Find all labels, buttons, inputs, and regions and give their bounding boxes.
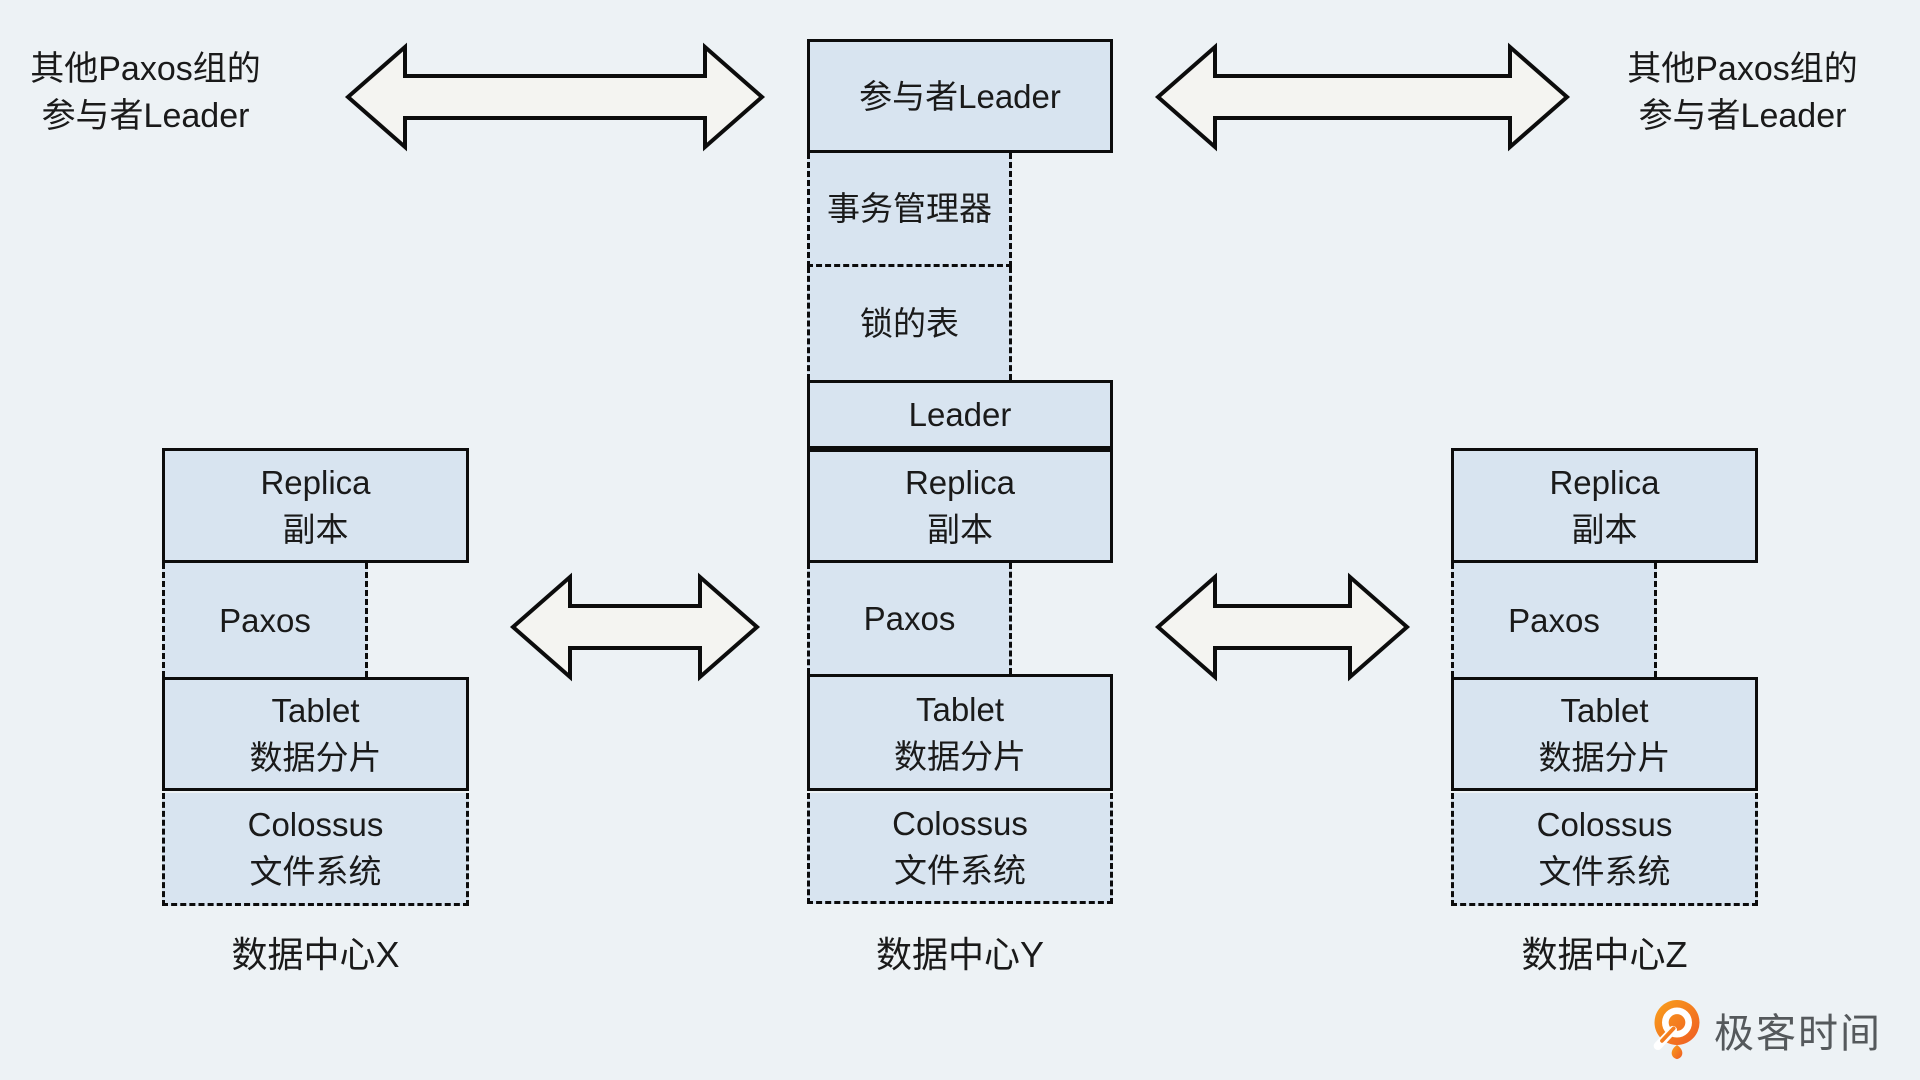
box-label-zh: 文件系统 <box>1538 853 1671 890</box>
label-line-2: 参与者Leader <box>41 97 250 135</box>
box-label: Paxos <box>219 601 311 639</box>
box-replica-left: Replica 副本 <box>162 448 469 563</box>
box-replica-center: Replica 副本 <box>807 449 1113 563</box>
box-label: Paxos <box>863 600 956 637</box>
geektime-pin-icon <box>1653 1000 1700 1060</box>
box-label-zh: 文件系统 <box>894 852 1026 889</box>
box-label-zh: 数据分片 <box>1538 739 1671 776</box>
box-label-zh: 文件系统 <box>249 853 382 890</box>
box-paxos-center: Paxos <box>807 563 1012 674</box>
datacenter-label-y: 数据中心Y <box>875 934 1044 975</box>
box-replica-right: Replica 副本 <box>1451 448 1758 563</box>
box-transaction-manager: 事务管理器 <box>807 153 1012 267</box>
double-arrow-icon-middle-left <box>509 572 761 682</box>
box-colossus-left: Colossus 文件系统 <box>162 793 469 906</box>
box-tablet-right: Tablet 数据分片 <box>1451 677 1758 791</box>
box-label-en: Colossus <box>892 805 1028 842</box>
box-label-zh: 副本 <box>927 511 993 548</box>
box-label: Paxos <box>1508 601 1600 639</box>
other-paxos-group-label-right: 其他Paxos组的 参与者Leader <box>1610 46 1875 140</box>
label-line-2: 参与者Leader <box>1638 97 1847 135</box>
box-paxos-right: Paxos <box>1451 563 1657 677</box>
box-paxos-left: Paxos <box>162 563 368 677</box>
box-label: 参与者Leader <box>859 77 1061 115</box>
geektime-logo: 极客时间 <box>1652 998 1882 1062</box>
box-label-en: Replica <box>904 464 1016 501</box>
box-label-en: Tablet <box>1560 692 1649 729</box>
datacenter-label-x: 数据中心X <box>231 934 400 975</box>
box-colossus-center: Colossus 文件系统 <box>807 793 1113 904</box>
box-label: 事务管理器 <box>827 190 992 227</box>
box-label: 锁的表 <box>860 305 959 342</box>
box-label-en: Replica <box>1549 463 1660 501</box>
box-tablet-left: Tablet 数据分片 <box>162 677 469 791</box>
box-label-en: Colossus <box>1536 806 1673 843</box>
box-label-zh: 副本 <box>282 510 349 548</box>
box-label-zh: 副本 <box>1571 510 1638 548</box>
double-arrow-icon-middle-right <box>1154 572 1411 682</box>
double-arrow-icon-top-right <box>1154 42 1571 152</box>
datacenter-label-z: 数据中心Z <box>1521 934 1688 975</box>
box-label-zh: 数据分片 <box>894 737 1026 775</box>
box-label-en: Colossus <box>247 806 384 843</box>
label-line-1: 其他Paxos组的 <box>1627 50 1858 88</box>
label-line-1: 其他Paxos组的 <box>30 50 261 88</box>
box-label: Leader <box>908 396 1012 433</box>
box-participant-leader: 参与者Leader <box>807 39 1113 153</box>
geektime-logo-text: 极客时间 <box>1714 1012 1882 1056</box>
double-arrow-icon-top-left <box>344 42 766 152</box>
box-leader-center: Leader <box>807 380 1113 449</box>
box-label-zh: 数据分片 <box>249 739 382 776</box>
box-label-en: Tablet <box>915 690 1005 728</box>
box-lock-table: 锁的表 <box>807 267 1012 380</box>
box-label-en: Tablet <box>271 692 360 729</box>
other-paxos-group-label-left: 其他Paxos组的 参与者Leader <box>28 46 263 140</box>
box-label-en: Replica <box>260 463 371 501</box>
box-tablet-center: Tablet 数据分片 <box>807 674 1113 791</box>
box-colossus-right: Colossus 文件系统 <box>1451 793 1758 906</box>
